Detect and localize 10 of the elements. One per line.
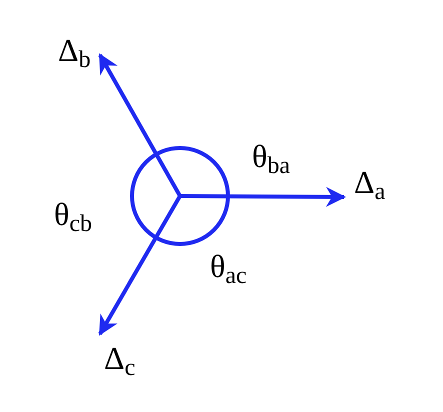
angle-circle: [130, 146, 230, 246]
arrow: [98, 53, 182, 197]
angle-label: θ$_{cb}$: [54, 198, 92, 230]
arrow: [98, 195, 182, 336]
vector-label: Δ$_{c}$: [104, 342, 136, 374]
angle-label: θ$_{ba}$: [252, 140, 290, 172]
arrow: [180, 186, 346, 207]
angle-label: θ$_{ac}$: [210, 250, 247, 282]
vector-label: Δ$_{b}$: [58, 34, 91, 66]
vector-label: Δ$_{a}$: [354, 166, 386, 198]
